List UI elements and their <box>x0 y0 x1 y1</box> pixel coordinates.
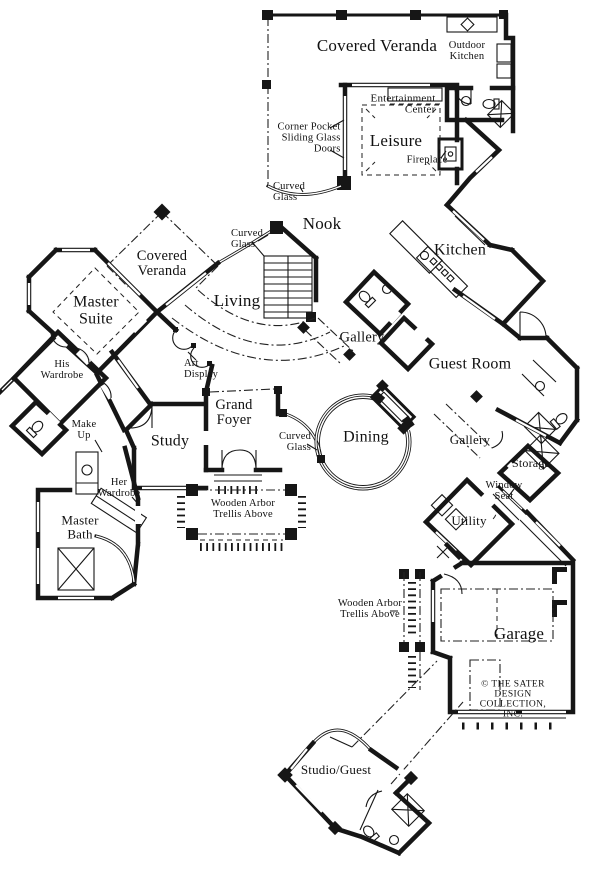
label-trellis-left: Wooden Arbor Trellis Above <box>210 498 276 520</box>
room-label-outdoor-kitchen: Outdoor Kitchen <box>448 40 486 62</box>
room-label-her-wardrobe: Her Wardrobe <box>97 477 141 499</box>
room-label-entertainment-center: Entertainment Center <box>370 92 436 116</box>
room-label-dining: Dining <box>343 428 389 446</box>
room-label-utility: Utility <box>451 513 487 529</box>
room-label-grand-foyer: Grand Foyer <box>215 396 253 428</box>
room-label-studio-guest: Studio/Guest <box>300 762 372 778</box>
label-art-display: Art Display <box>183 358 219 380</box>
room-label-living: Living <box>213 291 261 311</box>
room-label-guest-room: Guest Room <box>428 355 512 373</box>
room-label-gallery-center: Gallery <box>339 329 385 346</box>
room-label-covered-veranda-left: Covered Veranda <box>136 247 188 279</box>
room-label-his-wardrobe: His Wardrobe <box>40 359 84 381</box>
room-label-make-up: Make Up <box>71 419 97 441</box>
room-label-storage: Storage <box>511 455 551 470</box>
copyright-credit: © THE SATER DESIGN COLLECTION, INC. <box>479 679 547 719</box>
room-label-gallery-right: Gallery <box>449 432 491 448</box>
room-label-kitchen: Kitchen <box>433 241 487 259</box>
room-label-garage: Garage <box>493 624 545 644</box>
label-fireplace: Fireplace <box>406 154 448 166</box>
room-label-leisure: Leisure <box>369 131 423 151</box>
room-label-nook: Nook <box>302 214 342 234</box>
label-curved-glass-dining: Curved Glass <box>278 431 312 453</box>
label-corner-pocket-doors: Corner Pocket Sliding Glass Doors <box>277 121 341 155</box>
room-label-study: Study <box>150 432 190 450</box>
label-curved-glass-upper: Curved Glass <box>272 181 306 203</box>
room-label-master-bath: Master Bath <box>61 512 99 541</box>
room-label-master-suite: Master Suite <box>73 293 119 327</box>
label-trellis-bottom: Wooden Arbor Trellis Above <box>337 598 403 620</box>
label-curved-glass-lower: Curved Glass <box>230 228 264 250</box>
label-window-seat: Window Seat <box>485 480 523 502</box>
room-label-covered-veranda-top: Covered Veranda <box>316 36 438 56</box>
